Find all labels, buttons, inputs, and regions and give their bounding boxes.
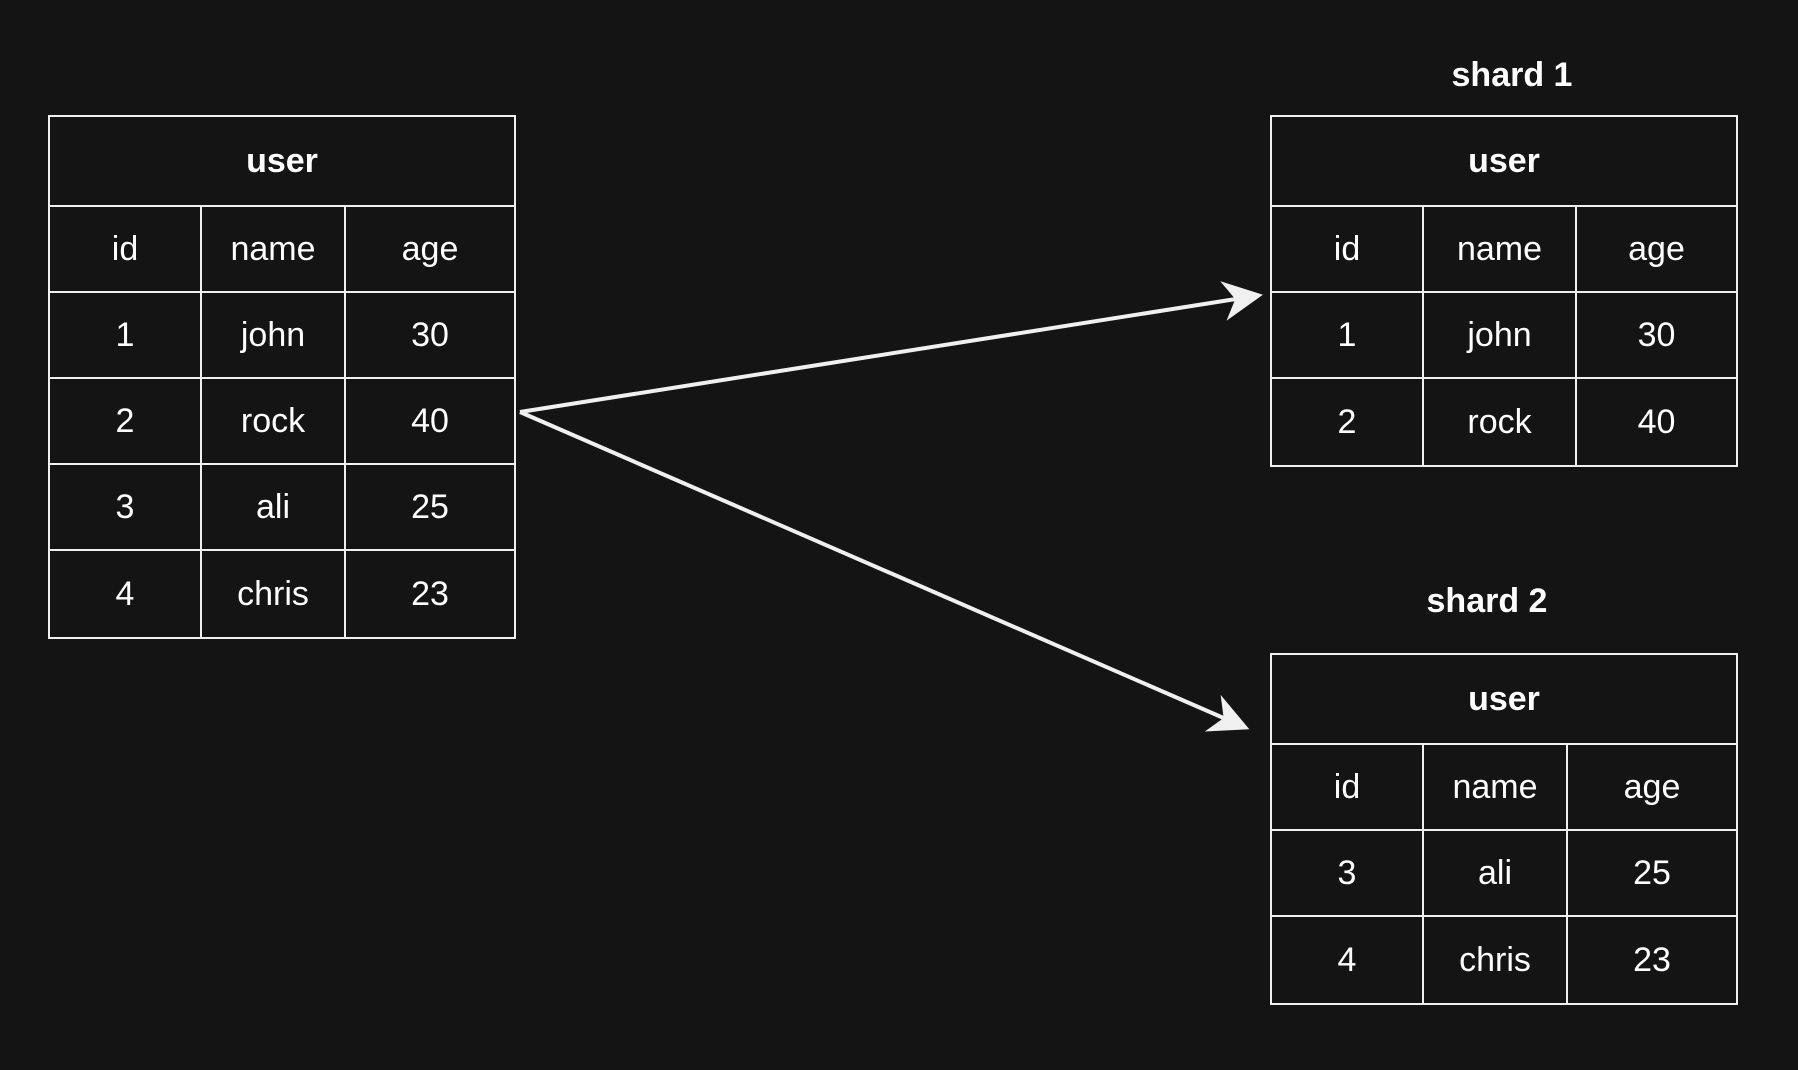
table-row: 4 chris 23 [50,551,514,637]
cell-age: 40 [411,401,449,440]
shard-2-header-row: id name age [1272,745,1736,831]
cell-id: 2 [50,379,202,463]
cell-name: chris [1424,917,1568,1003]
cell-name: ali [1424,831,1568,915]
table-row: 2 rock 40 [1272,379,1736,465]
shard-1-user-table: user id name age 1 john 30 2 rock 40 [1270,115,1738,467]
cell-name: john [202,293,346,377]
table-row: 3 ali 25 [1272,831,1736,917]
source-user-table: user id name age 1 john 30 2 rock 40 3 a… [48,115,516,639]
column-header-age: age [1628,229,1685,268]
source-table-title: user [50,117,514,207]
column-header-name: name [1424,745,1568,829]
cell-age: 23 [1633,940,1671,979]
source-header-row: id name age [50,207,514,293]
cell-age: 30 [1637,315,1676,354]
shard-1-header-row: id name age [1272,207,1736,293]
cell-age: 25 [411,487,449,526]
shard-2-user-table: user id name age 3 ali 25 4 chris 23 [1270,653,1738,1005]
table-row: 2 rock 40 [50,379,514,465]
cell-id: 3 [50,465,202,549]
cell-id: 2 [1272,379,1424,465]
column-header-name: name [202,207,346,291]
shard-2-label: shard 2 [1426,582,1548,620]
cell-id: 1 [1272,293,1424,377]
shard-1-table-title: user [1272,117,1736,207]
cell-id: 1 [50,293,202,377]
table-row: 1 john 30 [1272,293,1736,379]
cell-id: 4 [1272,917,1424,1003]
cell-age: 40 [1637,402,1676,441]
column-header-name: name [1424,207,1577,291]
cell-age: 23 [411,574,449,613]
column-header-id: id [1272,745,1424,829]
column-header-age: age [401,229,459,268]
cell-id: 4 [50,551,202,637]
table-row: 1 john 30 [50,293,514,379]
column-header-id: id [1272,207,1424,291]
cell-name: rock [1424,379,1577,465]
column-header-id: id [50,207,202,291]
cell-age: 30 [411,315,449,354]
cell-name: ali [202,465,346,549]
column-header-age: age [1623,767,1681,806]
table-row: 4 chris 23 [1272,917,1736,1003]
cell-id: 3 [1272,831,1424,915]
shard-1-label: shard 1 [1451,56,1573,94]
table-row: 3 ali 25 [50,465,514,551]
cell-age: 25 [1633,853,1671,892]
shard-2-table-title: user [1272,655,1736,745]
cell-name: rock [202,379,346,463]
cell-name: chris [202,551,346,637]
arrow-to-shard-1 [519,281,1263,414]
cell-name: john [1424,293,1577,377]
arrow-to-shard-2 [519,410,1250,732]
